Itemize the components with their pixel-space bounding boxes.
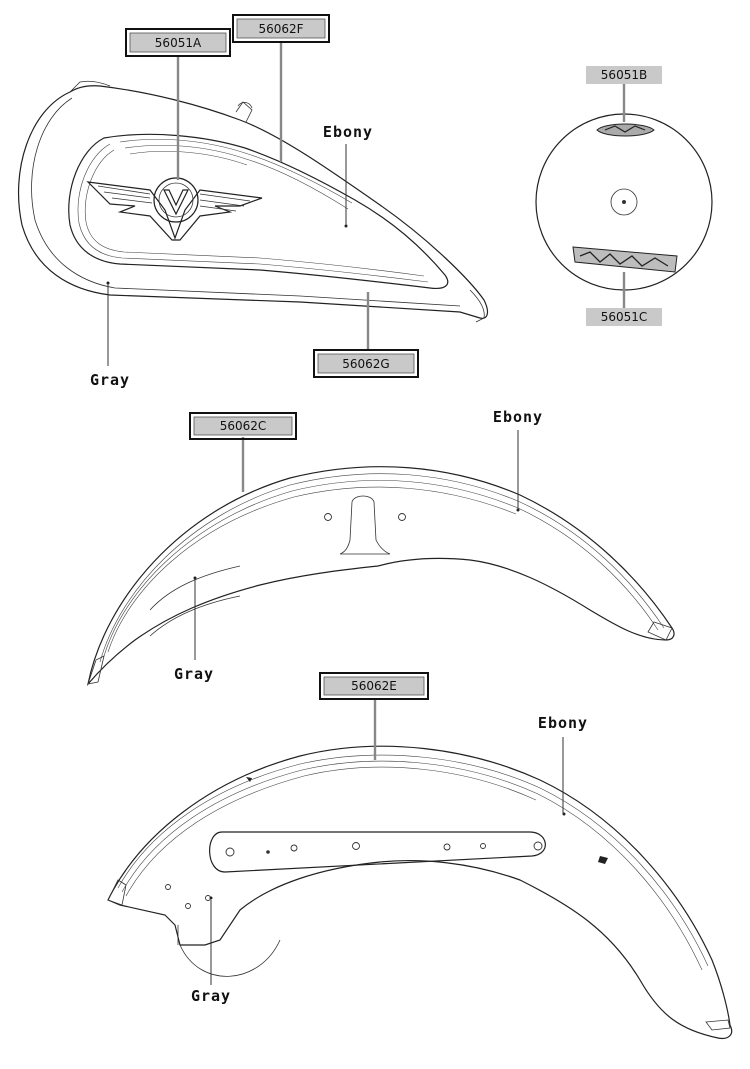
- color-label-gray: Gray: [90, 371, 130, 389]
- cap-emblem-upper: [596, 123, 655, 137]
- part-number: 56062C: [220, 419, 267, 433]
- tank-emblem-graphic: [86, 177, 263, 241]
- part-number: 56051A: [155, 36, 202, 50]
- color-label-ebony: Ebony: [538, 714, 588, 732]
- fuel-cap: [535, 113, 713, 291]
- part-label-56062F: 56062F: [232, 14, 330, 43]
- part-label-56051B: 56051B: [586, 66, 662, 84]
- color-label-gray: Gray: [174, 665, 214, 683]
- fuel-tank: [18, 80, 489, 323]
- part-label-56062G: 56062G: [313, 349, 419, 378]
- part-number: 56051C: [601, 310, 648, 324]
- color-label-ebony: Ebony: [323, 123, 373, 141]
- part-label-56051A: 56051A: [125, 28, 231, 57]
- part-number: 56062E: [351, 679, 397, 693]
- part-label-56062C: 56062C: [189, 412, 297, 440]
- part-label-56051C: 56051C: [586, 308, 662, 326]
- part-label-56062E: 56062E: [319, 672, 429, 700]
- part-number: 56062G: [342, 357, 389, 371]
- part-number: 56051B: [601, 68, 647, 82]
- rear-fender: [107, 745, 733, 1040]
- front-fender: [86, 466, 675, 687]
- cap-emblem-lower: [572, 246, 678, 273]
- color-label-gray: Gray: [191, 987, 231, 1005]
- color-label-ebony: Ebony: [493, 408, 543, 426]
- part-number: 56062F: [258, 22, 303, 36]
